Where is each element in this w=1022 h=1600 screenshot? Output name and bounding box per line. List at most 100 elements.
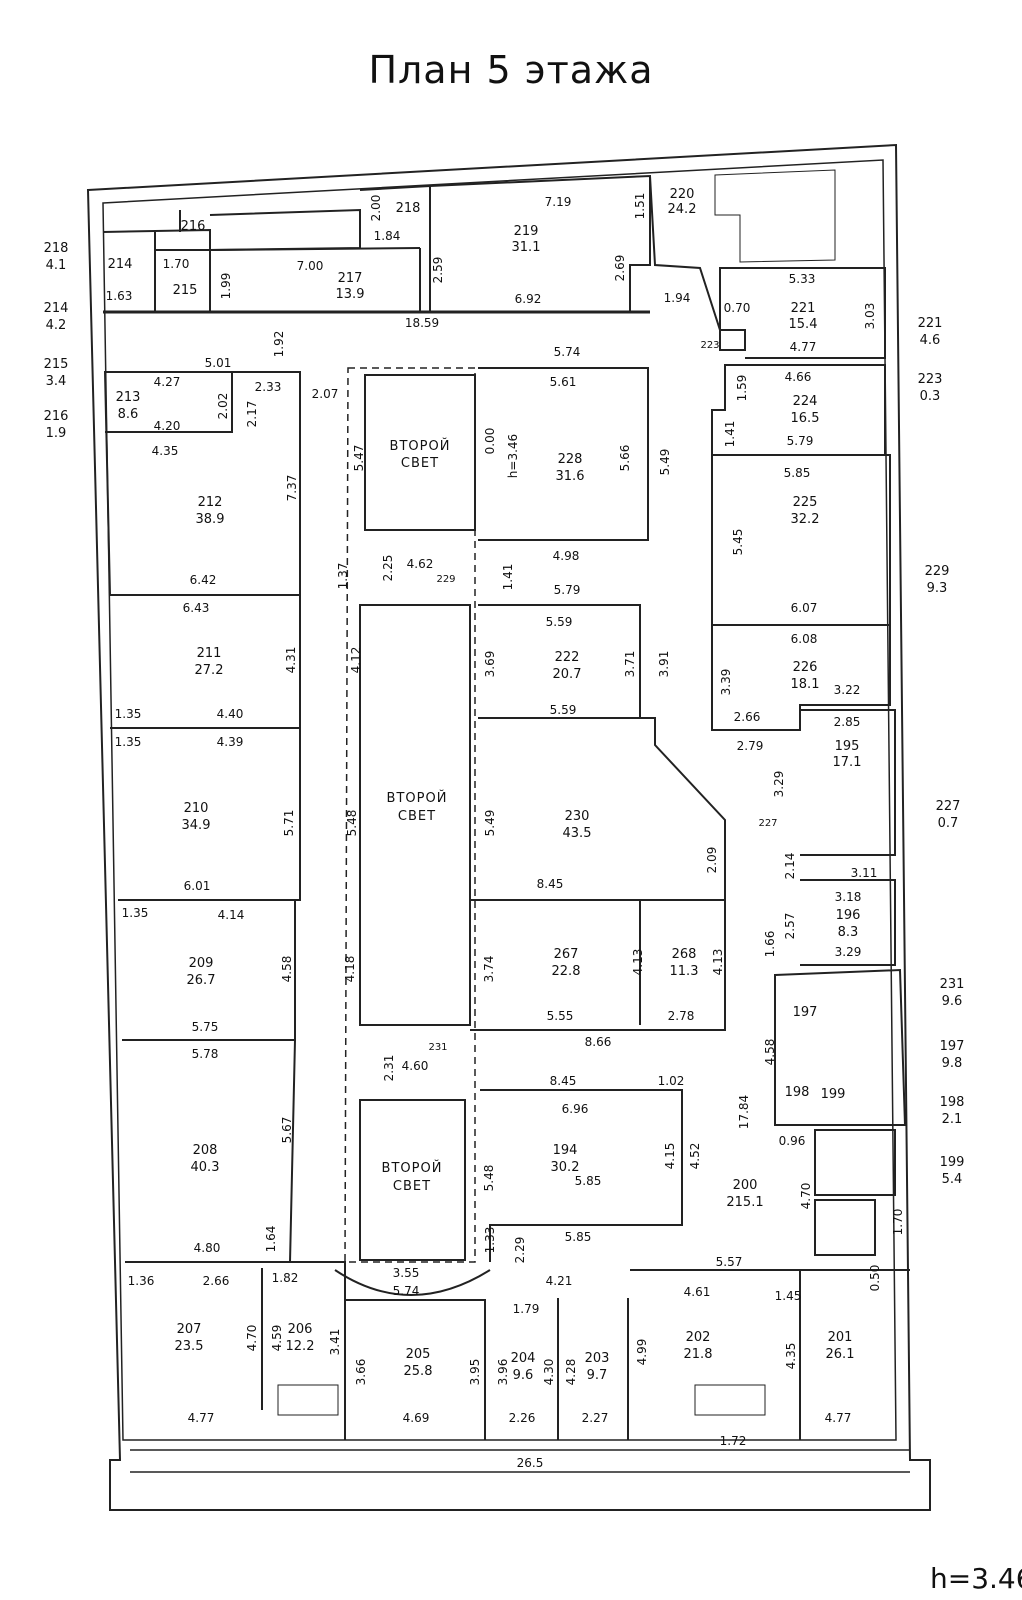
svg-text:223: 223 [700,340,719,351]
svg-text:1.63: 1.63 [106,289,133,303]
svg-text:34.9: 34.9 [182,818,211,833]
inner-wall [102,159,897,1441]
svg-text:6.08: 6.08 [791,632,818,646]
svg-text:224: 224 [793,394,818,409]
svg-text:4.30: 4.30 [542,1359,556,1386]
svg-text:1.72: 1.72 [720,1434,747,1448]
svg-text:5.4: 5.4 [942,1172,963,1187]
svg-text:4.80: 4.80 [194,1241,221,1255]
svg-text:21.8: 21.8 [684,1347,713,1362]
svg-text:214: 214 [44,301,69,316]
svg-text:4.70: 4.70 [799,1183,813,1210]
svg-text:202: 202 [686,1330,711,1345]
svg-text:23.5: 23.5 [175,1339,204,1354]
room-label: 197 [793,1005,818,1020]
svg-text:9.7: 9.7 [587,1368,608,1383]
svg-text:5.67: 5.67 [280,1117,294,1144]
svg-text:4.21: 4.21 [546,1274,573,1288]
svg-text:5.48: 5.48 [345,810,359,837]
svg-text:3.4: 3.4 [46,374,67,389]
dimension-labels: 7.19 1.51 2.00 1.84 2.59 2.69 6.92 7.00 … [106,193,905,1470]
svg-text:8.3: 8.3 [838,925,859,940]
svg-text:231: 231 [428,1042,447,1053]
svg-text:1.79: 1.79 [513,1302,540,1316]
svg-text:2.27: 2.27 [582,1411,609,1425]
svg-text:207: 207 [177,1322,202,1337]
svg-text:2.59: 2.59 [431,257,445,284]
svg-text:2.07: 2.07 [312,387,339,401]
svg-text:4.59: 4.59 [270,1325,284,1352]
svg-text:3.18: 3.18 [835,890,862,904]
svg-text:199: 199 [940,1155,965,1170]
svg-text:230: 230 [565,809,590,824]
svg-text:1.51: 1.51 [633,193,647,220]
svg-text:38.9: 38.9 [196,512,225,527]
svg-text:8.45: 8.45 [550,1074,577,1088]
room-label: 218 [396,201,421,216]
svg-text:4.62: 4.62 [407,557,434,571]
room-label: 212 38.9 [196,495,225,527]
svg-text:2.29: 2.29 [513,1237,527,1264]
svg-text:4.13: 4.13 [631,949,645,976]
svg-text:17.84: 17.84 [737,1095,751,1129]
svg-text:6.92: 6.92 [515,292,542,306]
svg-text:5.48: 5.48 [482,1165,496,1192]
svg-text:5.49: 5.49 [658,449,672,476]
svg-text:1.84: 1.84 [374,229,401,243]
svg-text:9.8: 9.8 [942,1056,963,1071]
svg-text:1.9: 1.9 [46,426,67,441]
svg-text:3.29: 3.29 [772,771,786,798]
svg-text:4.1: 4.1 [46,258,67,273]
svg-text:11.3: 11.3 [670,964,699,979]
svg-text:2.1: 2.1 [942,1112,963,1127]
svg-text:8.6: 8.6 [118,407,139,422]
svg-text:5.66: 5.66 [618,445,632,472]
svg-text:17.1: 17.1 [833,755,862,770]
svg-text:214: 214 [108,257,133,272]
svg-text:1.02: 1.02 [658,1074,685,1088]
svg-text:4.13: 4.13 [711,949,725,976]
svg-text:2.66: 2.66 [734,710,761,724]
svg-text:30.2: 30.2 [551,1160,580,1175]
svg-text:211: 211 [197,646,222,661]
svg-text:4.28: 4.28 [564,1359,578,1386]
svg-text:225: 225 [793,495,818,510]
svg-text:4.69: 4.69 [403,1411,430,1425]
svg-text:196: 196 [836,908,861,923]
svg-text:212: 212 [198,495,223,510]
svg-text:227: 227 [936,799,961,814]
outer-wall [86,143,931,1511]
svg-text:201: 201 [828,1330,853,1345]
svg-text:4.70: 4.70 [245,1325,259,1352]
svg-text:2.09: 2.09 [705,847,719,874]
svg-text:6.42: 6.42 [190,573,217,587]
svg-text:2.78: 2.78 [668,1009,695,1023]
svg-text:4.35: 4.35 [784,1343,798,1370]
svg-text:4.2: 4.2 [46,318,67,333]
svg-text:4.20: 4.20 [154,419,181,433]
svg-text:4.98: 4.98 [553,549,580,563]
svg-text:213: 213 [116,390,141,405]
svg-text:26.1: 26.1 [826,1347,855,1362]
svg-text:2.85: 2.85 [834,715,861,729]
svg-text:267: 267 [554,947,579,962]
svg-text:205: 205 [406,1347,431,1362]
svg-text:4.12: 4.12 [349,647,363,674]
plan-title: План 5 этажа [368,48,654,92]
svg-text:229: 229 [436,574,455,585]
svg-text:1.45: 1.45 [775,1289,802,1303]
